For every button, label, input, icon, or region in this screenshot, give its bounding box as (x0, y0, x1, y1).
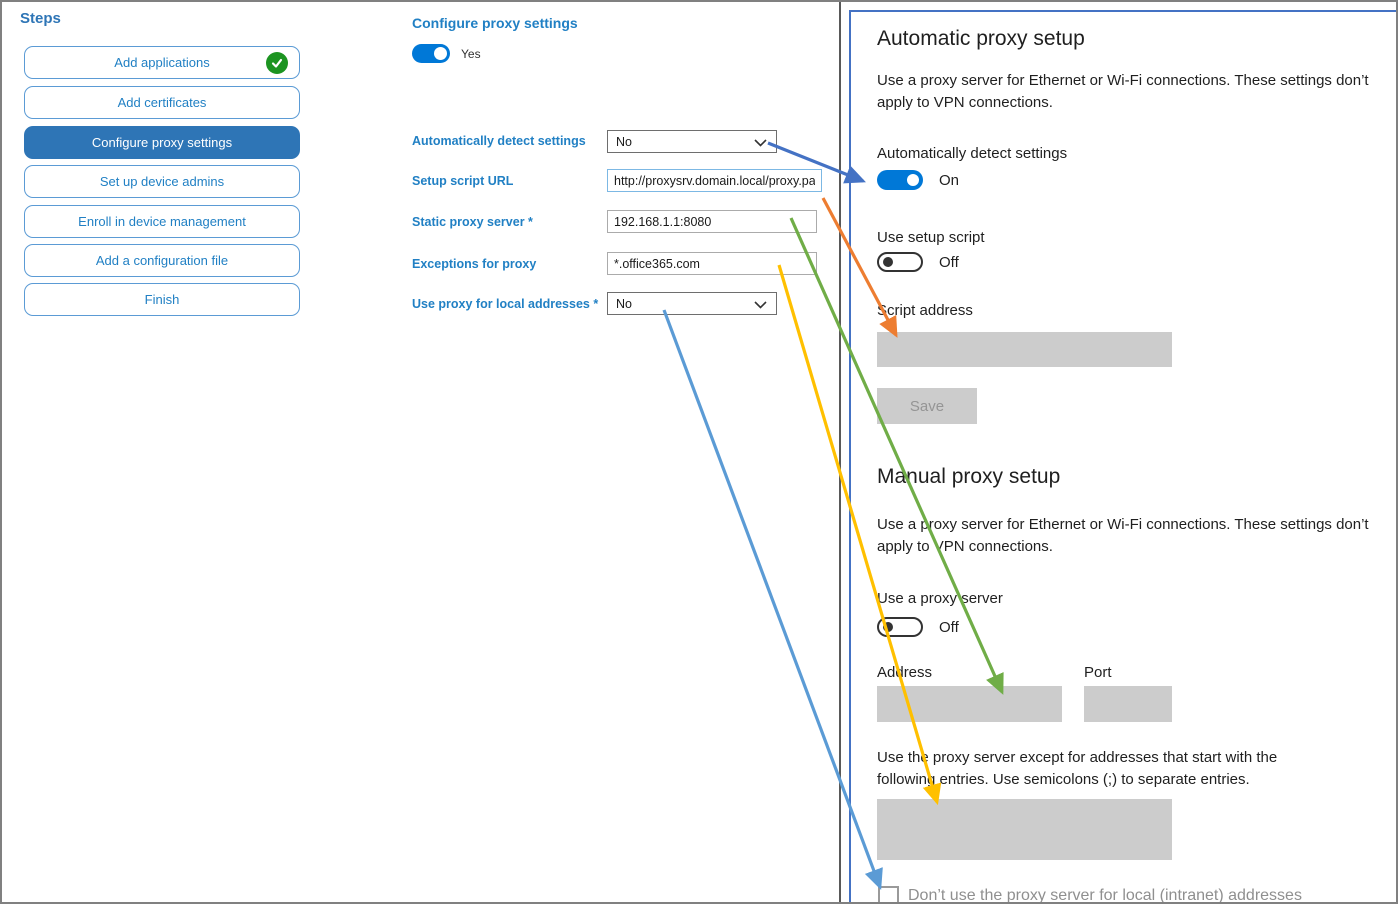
toggle-knob (434, 47, 447, 60)
port-input[interactable] (1084, 686, 1172, 722)
use-setup-script-toggle[interactable] (877, 252, 923, 272)
static-proxy-server-input[interactable] (607, 210, 817, 233)
use-proxy-server-toggle[interactable] (877, 617, 923, 637)
bypass-local-checkbox-label: Don’t use the proxy server for local (in… (908, 887, 1302, 904)
sidebar-item-add-a-configuration-file[interactable]: Add a configuration file (24, 244, 300, 277)
script-address-label: Script address (877, 302, 973, 319)
configure-proxy-toggle-state: Yes (461, 47, 481, 61)
chevron-down-icon (754, 301, 767, 309)
use-proxy-server-toggle-state: Off (939, 619, 959, 636)
sidebar-item-add-certificates[interactable]: Add certificates (24, 86, 300, 119)
use-proxy-server-label: Use a proxy server (877, 590, 1003, 607)
sidebar-item-label: Set up device admins (99, 174, 225, 189)
address-input[interactable] (877, 686, 1062, 722)
address-label: Address (877, 664, 933, 681)
detect-settings-label: Automatically detect settings (877, 145, 1068, 162)
setup-script-url-input[interactable] (607, 169, 822, 192)
sidebar-item-label: Add a configuration file (95, 253, 229, 268)
use-proxy-local-label: Use proxy for local addresses * (412, 297, 599, 311)
auto-detect-label: Automatically detect settings (412, 134, 586, 148)
manual-proxy-description: Use a proxy server for Ethernet or Wi-Fi… (877, 516, 1369, 555)
selected-value: No (616, 296, 632, 311)
local-addresses-arrow (662, 309, 883, 890)
toggle-knob (907, 174, 919, 186)
manual-proxy-setup-heading: Manual proxy setup (877, 465, 1061, 488)
automatic-proxy-setup-heading: Automatic proxy setup (877, 27, 1085, 50)
detect-settings-toggle-state: On (939, 172, 960, 189)
sidebar-item-add-applications[interactable]: Add applications (24, 46, 300, 79)
sidebar-item-configure-proxy-settings[interactable]: Configure proxy settings (24, 126, 300, 159)
sidebar-item-set-up-device-admins[interactable]: Set up device admins (24, 165, 300, 198)
save-button[interactable]: Save (877, 388, 977, 424)
configure-proxy-toggle[interactable] (412, 44, 450, 63)
selected-value: No (616, 134, 632, 149)
toggle-knob (883, 622, 893, 632)
toggle-knob (883, 257, 893, 267)
sidebar-item-label: Add certificates (117, 95, 207, 110)
sidebar-item-label: Enroll in device management (78, 214, 246, 229)
bypass-local-checkbox[interactable] (878, 886, 899, 902)
use-proxy-local-select[interactable]: No (607, 292, 777, 315)
setup-script-url-label: Setup script URL (412, 174, 514, 188)
automatic-proxy-description: Use a proxy server for Ethernet or Wi-Fi… (877, 72, 1369, 111)
pane-divider (839, 2, 841, 902)
exceptions-for-proxy-label: Exceptions for proxy (412, 257, 537, 271)
sidebar-item-label: Add applications (114, 55, 210, 70)
exceptions-for-proxy-input[interactable] (607, 252, 817, 275)
auto-detect-select[interactable]: No (607, 130, 777, 153)
detect-settings-toggle[interactable] (877, 170, 923, 190)
script-address-input[interactable] (877, 332, 1172, 367)
proxy-exceptions-textarea[interactable] (877, 799, 1172, 860)
proxy-exceptions-help: Use the proxy server except for addresse… (877, 749, 1278, 788)
port-label: Port (1084, 664, 1112, 681)
sidebar-item-enroll-in-device-management[interactable]: Enroll in device management (24, 205, 300, 238)
use-setup-script-toggle-state: Off (939, 254, 959, 271)
sidebar-item-label: Finish (144, 292, 180, 307)
page-title: Configure proxy settings (412, 15, 578, 31)
sidebar-item-label: Configure proxy settings (91, 135, 233, 150)
completed-check-icon (266, 52, 288, 74)
static-proxy-server-label: Static proxy server * (412, 215, 533, 229)
use-setup-script-label: Use setup script (877, 229, 985, 246)
chevron-down-icon (754, 139, 767, 147)
sidebar-item-finish[interactable]: Finish (24, 283, 300, 316)
steps-heading: Steps (20, 10, 61, 27)
